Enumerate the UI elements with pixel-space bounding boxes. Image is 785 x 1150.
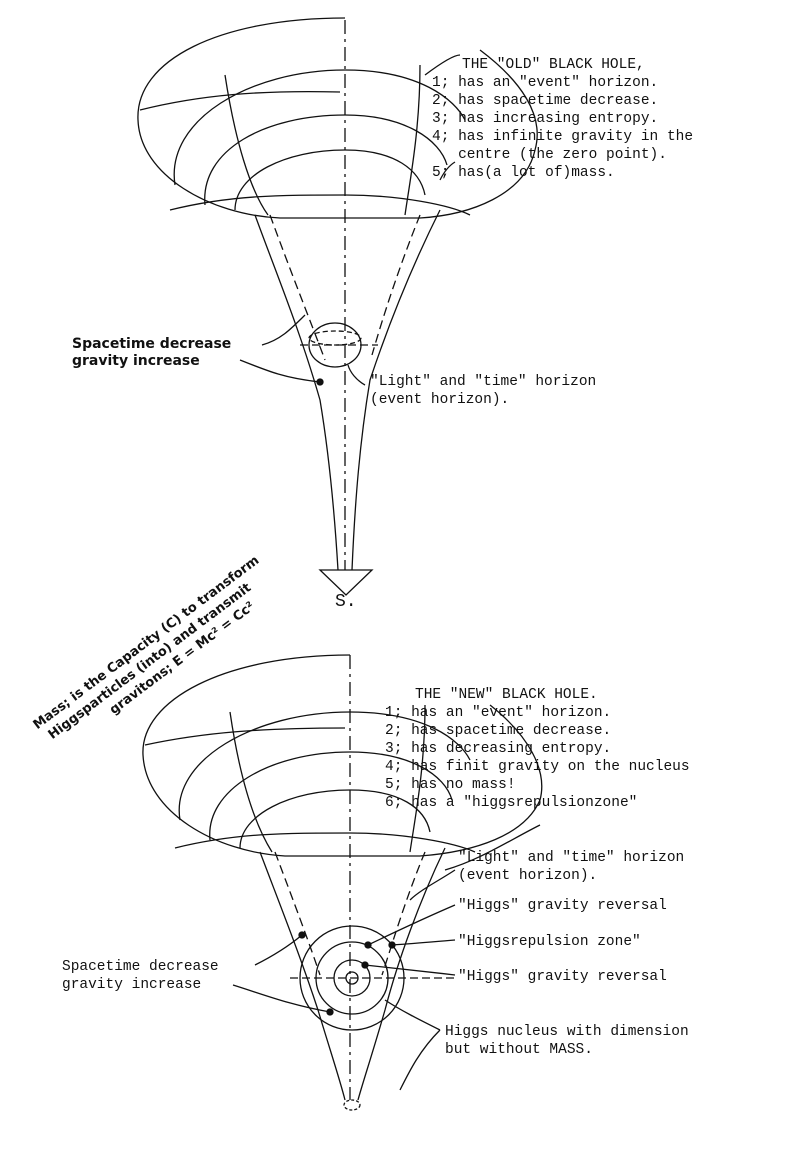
- old-hole-item-2: 2; has spacetime decrease.: [432, 93, 659, 109]
- higgs-reversal-label-2: "Higgs" gravity reversal: [458, 969, 667, 985]
- old-spacetime-label-2: gravity increase: [72, 353, 200, 369]
- new-light-label-1: "Light" and "time" horizon: [458, 850, 685, 866]
- old-spacetime-label-1: Spacetime decrease: [72, 336, 232, 352]
- old-hole-item-1: 1; has an "event" horizon.: [432, 75, 659, 91]
- higgs-nucleus-label-1: Higgs nucleus with dimension: [445, 1024, 689, 1040]
- new-hole-item-1: 1; has an "event" horizon.: [385, 705, 612, 721]
- new-funnel: [142, 654, 543, 1111]
- old-light-label-2: (event horizon).: [370, 392, 510, 408]
- new-hole-item-2: 2; has spacetime decrease.: [385, 723, 612, 739]
- singularity-symbol: S.: [335, 592, 357, 612]
- old-hole-item-5: 5; has(a lot of)mass.: [432, 165, 615, 181]
- higgs-repulsion-label: "Higgsrepulsion zone": [458, 934, 641, 950]
- old-hole-title: THE "OLD" BLACK HOLE,: [462, 57, 645, 73]
- new-hole-item-4: 4; has finit gravity on the nucleus: [385, 759, 690, 775]
- old-hole-item-3: 3; has increasing entropy.: [432, 111, 659, 127]
- old-hole-item-4: 4; has infinite gravity in the: [432, 129, 694, 145]
- new-spacetime-label-2: gravity increase: [62, 977, 202, 993]
- old-hole-item-4b: centre (the zero point).: [432, 147, 667, 163]
- new-hole-item-5: 5; has no mass!: [385, 777, 516, 793]
- new-spacetime-label-1: Spacetime decrease: [62, 959, 219, 975]
- new-hole-item-6: 6; has a "higgsrepulsionzone": [385, 795, 638, 811]
- old-funnel: [137, 17, 538, 596]
- new-hole-item-3: 3; has decreasing entropy.: [385, 741, 612, 757]
- old-light-label-1: "Light" and "time" horizon: [370, 374, 597, 390]
- higgs-nucleus-label-2: but without MASS.: [445, 1042, 593, 1058]
- higgs-reversal-label-1: "Higgs" gravity reversal: [458, 898, 667, 914]
- new-light-label-2: (event horizon).: [458, 868, 598, 884]
- new-hole-title: THE "NEW" BLACK HOLE.: [415, 687, 598, 703]
